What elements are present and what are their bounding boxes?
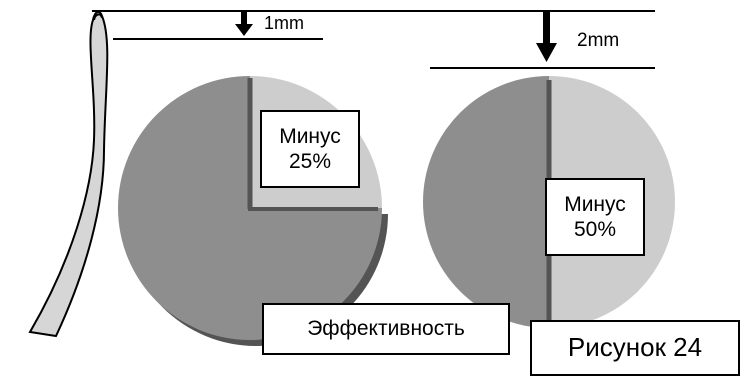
blade-tip	[93, 13, 103, 21]
right-pie-label-line2: 50%	[573, 218, 617, 241]
figure-caption: Рисунок 24	[530, 320, 740, 376]
down-arrow-icon	[536, 12, 557, 62]
blade-profile	[28, 10, 109, 338]
left-pie-label: Минус 25%	[260, 110, 360, 188]
left-pie-label-line2: 25%	[288, 150, 332, 173]
down-arrow-icon	[235, 12, 253, 36]
left-gap-label: 1mm	[264, 13, 304, 33]
efficiency-label: Эффективность	[262, 303, 510, 355]
efficiency-label-text: Эффективность	[307, 317, 465, 341]
right-gap-label: 2mm	[577, 30, 620, 51]
left-pie-label-line1: Минус	[279, 124, 341, 148]
right-pie-remaining	[423, 76, 549, 328]
right-pie-label: Минус 50%	[545, 178, 645, 256]
right-pie-label-line1: Минус	[564, 192, 626, 216]
figure-caption-text: Рисунок 24	[567, 332, 703, 363]
